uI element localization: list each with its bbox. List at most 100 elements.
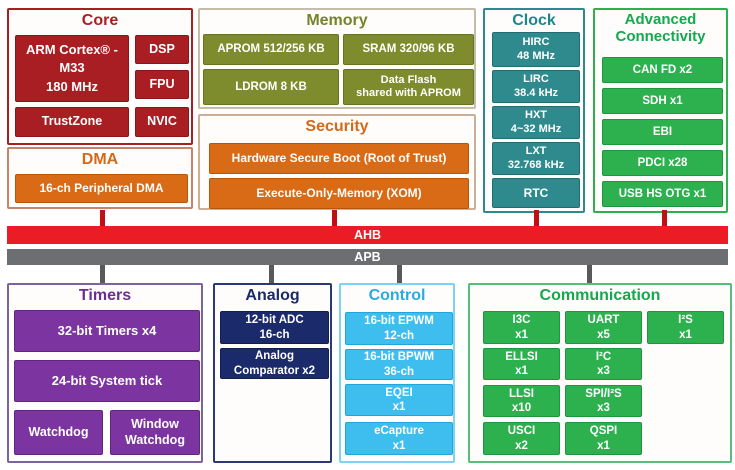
lirc-name: LIRC	[523, 73, 549, 86]
block-watchdog: Watchdog	[14, 410, 103, 455]
panel-dma-title: DMA	[81, 151, 119, 168]
hxt-name: HXT	[525, 109, 547, 122]
data-flash-line1: Data Flash	[380, 73, 437, 86]
ahb-connector-security	[332, 210, 337, 226]
fpu-label: FPU	[149, 76, 175, 91]
i3c-name: I3C	[512, 314, 531, 327]
data-flash-line2: shared with APROM	[356, 87, 461, 99]
advanced-title-line2: Connectivity	[615, 27, 706, 45]
eqei-name: EQEI	[385, 386, 413, 399]
block-systick: 24-bit System tick	[14, 360, 200, 402]
advanced-title-line1: Advanced	[624, 11, 697, 28]
block-sram: SRAM 320/96 KB	[343, 34, 474, 65]
block-secure-boot: Hardware Secure Boot (Root of Trust)	[209, 143, 469, 174]
comparator-line1: Analog	[255, 350, 294, 363]
block-i2c: I²C x3	[565, 348, 642, 380]
panel-timers-title: Timers	[78, 287, 132, 304]
panel-security: Security Hardware Secure Boot (Root of T…	[198, 114, 476, 210]
uart-qty: x5	[597, 328, 610, 341]
llsi-name: LLSI	[509, 387, 534, 400]
rtc-name: RTC	[523, 185, 549, 200]
ahb-bus: AHB	[7, 226, 728, 244]
hirc-value: 48 MHz	[517, 49, 555, 62]
panel-communication: Communication I3C x1 ELLSI x1 LLSI x10 U…	[468, 283, 732, 463]
sram-label: SRAM 320/96 KB	[362, 43, 455, 56]
ecapture-name: eCapture	[374, 425, 424, 438]
block-xom: Execute-Only-Memory (XOM)	[209, 178, 469, 209]
block-ebi: EBI	[602, 119, 723, 145]
i2s-qty: x1	[679, 328, 692, 341]
panel-control-title: Control	[368, 287, 426, 304]
panel-control: Control 16-bit EPWM 12-ch 16-bit BPWM 36…	[339, 283, 455, 463]
usb-hs-otg-label: USB HS OTG x1	[618, 187, 707, 200]
panel-clock: Clock HIRC 48 MHz LIRC 38.4 kHz HXT 4~32…	[483, 8, 585, 213]
ebi-label: EBI	[652, 125, 673, 138]
block-hxt: HXT 4~32 MHz	[492, 106, 580, 139]
watchdog-label: Watchdog	[28, 424, 89, 439]
nvic-label: NVIC	[147, 114, 177, 129]
window-watchdog-label: Window Watchdog	[125, 417, 185, 447]
panel-memory-title: Memory	[306, 12, 368, 29]
ecapture-qty: x1	[392, 439, 406, 452]
epwm-qty: 12-ch	[383, 329, 415, 342]
ldrom-label: LDROM 8 KB	[235, 80, 307, 93]
i2s-name: I²S	[678, 314, 693, 327]
panel-clock-title: Clock	[512, 12, 556, 29]
apb-connector-timers	[100, 265, 105, 283]
block-can-fd: CAN FD x2	[602, 57, 723, 83]
bpwm-qty: 36-ch	[383, 365, 415, 378]
block-peripheral-dma: 16-ch Peripheral DMA	[15, 174, 188, 203]
comparator-line2: Comparator x2	[233, 364, 316, 377]
apb-connector-control	[397, 265, 402, 283]
panel-memory: Memory APROM 512/256 KB SRAM 320/96 KB L…	[198, 8, 476, 109]
panel-advanced-connectivity: Advanced Connectivity CAN FD x2 SDH x1 E…	[593, 8, 728, 213]
block-trustzone: TrustZone	[15, 107, 129, 137]
i3c-qty: x1	[515, 328, 528, 341]
bpwm-name: 16-bit BPWM	[363, 351, 435, 364]
lxt-name: LXT	[525, 145, 547, 158]
block-analog-comparator: Analog Comparator x2	[220, 348, 329, 379]
lxt-value: 32.768 kHz	[507, 158, 565, 171]
qspi-qty: x1	[597, 439, 610, 452]
i2c-qty: x3	[597, 365, 610, 377]
apb-connector-analog	[269, 265, 274, 283]
block-ldrom: LDROM 8 KB	[203, 69, 339, 105]
usci-name: USCI	[507, 425, 536, 438]
systick-label: 24-bit System tick	[51, 373, 163, 389]
apb-connector-communication	[587, 265, 592, 283]
block-sdh: SDH x1	[602, 88, 723, 114]
aprom-label: APROM 512/256 KB	[217, 43, 325, 56]
panel-timers: Timers 32-bit Timers x4 24-bit System ti…	[7, 283, 203, 463]
cpu-line2: M33	[59, 60, 85, 76]
adc-line1: 12-bit ADC	[245, 314, 304, 327]
ahb-connector-clock	[534, 210, 539, 226]
block-i3c: I3C x1	[483, 311, 560, 344]
block-adc: 12-bit ADC 16-ch	[220, 311, 329, 344]
hirc-name: HIRC	[522, 36, 550, 49]
ahb-connector-core	[100, 210, 105, 226]
uart-name: UART	[587, 314, 620, 327]
block-nvic: NVIC	[135, 107, 189, 137]
block-arm-cortex-m33: ARM Cortex® - M33 180 MHz	[15, 35, 129, 102]
block-llsi: LLSI x10	[483, 385, 560, 417]
block-fpu: FPU	[135, 70, 189, 99]
block-ellsi: ELLSI x1	[483, 348, 560, 380]
spi-i2s-name: SPI/I²S	[585, 387, 622, 400]
panel-security-title: Security	[305, 118, 369, 135]
block-aprom: APROM 512/256 KB	[203, 34, 339, 65]
sdh-label: SDH x1	[642, 94, 683, 107]
ellsi-name: ELLSI	[505, 350, 538, 363]
block-spi-i2s: SPI/I²S x3	[565, 385, 642, 417]
block-eqei: EQEI x1	[345, 384, 453, 416]
panel-analog: Analog 12-bit ADC 16-ch Analog Comparato…	[213, 283, 332, 463]
apb-label: APB	[354, 250, 381, 264]
block-pdci: PDCI x28	[602, 150, 723, 176]
can-fd-label: CAN FD x2	[632, 63, 693, 76]
pdci-label: PDCI x28	[637, 156, 688, 169]
block-lirc: LIRC 38.4 kHz	[492, 70, 580, 103]
block-i2s: I²S x1	[647, 311, 724, 344]
block-qspi: QSPI x1	[565, 422, 642, 455]
block-uart: UART x5	[565, 311, 642, 344]
panel-communication-title: Communication	[539, 287, 661, 304]
